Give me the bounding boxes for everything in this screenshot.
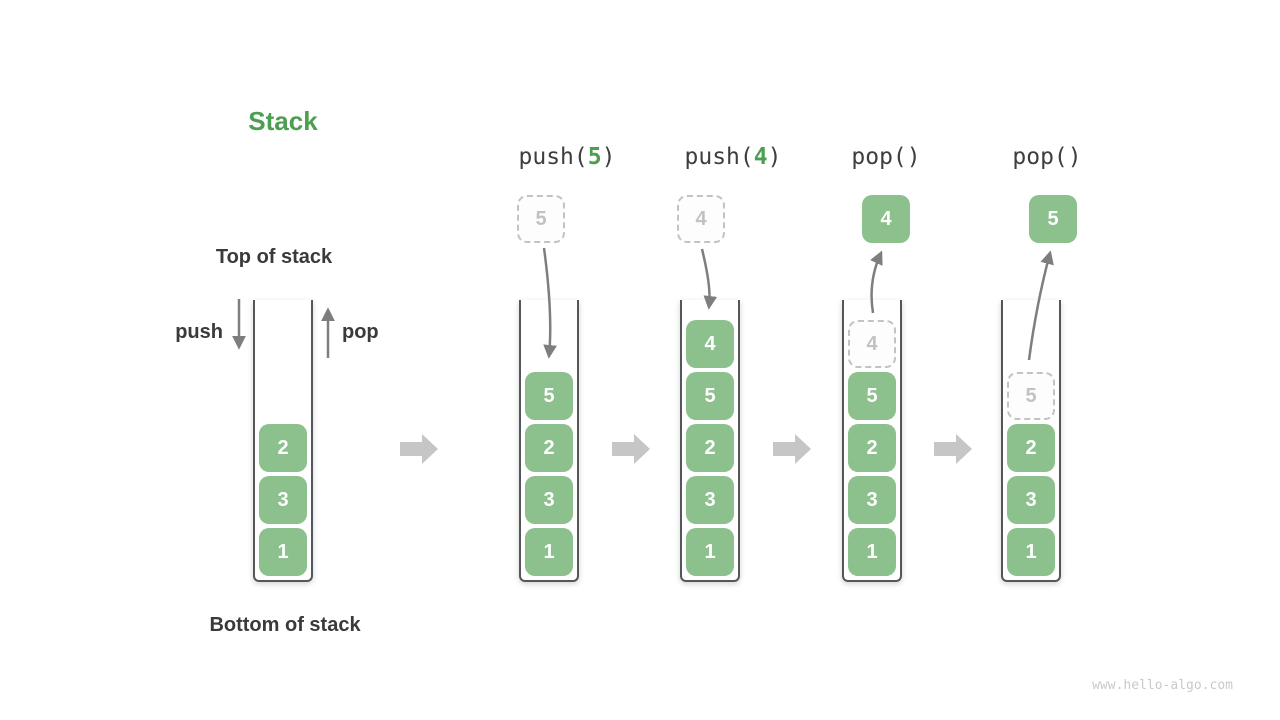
op-prefix: pop( [1012, 144, 1068, 170]
stack-cell: 2 [848, 424, 896, 472]
watermark: www.hello-algo.com [1092, 678, 1233, 693]
op-prefix: push( [518, 144, 588, 170]
floating-popped-box: 4 [862, 195, 910, 243]
bottom-of-stack-label: Bottom of stack [209, 614, 361, 636]
step-arrow-icon [400, 434, 438, 464]
op-label-push-5: push(5) [519, 144, 616, 170]
step-arrow-icon [612, 434, 650, 464]
op-arg: 5 [587, 144, 602, 170]
stack-cell: 5 [686, 372, 734, 420]
stack-cell: 3 [848, 476, 896, 524]
step-arrow-icon [934, 434, 972, 464]
stack-cell: 3 [259, 476, 307, 524]
op-prefix: push( [684, 144, 754, 170]
stack-cell: 4 [686, 320, 734, 368]
stack-cell: 2 [686, 424, 734, 472]
op-suffix: ) [767, 144, 782, 170]
push-4-motion-arrow [700, 248, 718, 310]
stack-cell: 1 [259, 528, 307, 576]
stack-cell: 2 [259, 424, 307, 472]
diagram-title: Stack [248, 106, 318, 136]
push-label: push [175, 321, 223, 343]
stack-cell-ghost: 5 [1007, 372, 1055, 420]
stack-cell: 5 [525, 372, 573, 420]
stack-cell: 3 [1007, 476, 1055, 524]
stack-cell: 1 [848, 528, 896, 576]
floating-ghost-box: 5 [517, 195, 565, 243]
stack-cell: 1 [686, 528, 734, 576]
stack-cell: 3 [525, 476, 573, 524]
op-suffix: ) [1067, 144, 1082, 170]
op-label-pop-2: pop() [1012, 144, 1081, 170]
stack-cell: 2 [525, 424, 573, 472]
op-arg: 4 [753, 144, 768, 170]
top-of-stack-label: Top of stack [215, 246, 333, 268]
op-label-push-4: push(4) [685, 144, 782, 170]
stack-cell: 1 [525, 528, 573, 576]
floating-ghost-box: 4 [677, 195, 725, 243]
op-suffix: ) [906, 144, 921, 170]
op-suffix: ) [601, 144, 616, 170]
stack-cell: 5 [848, 372, 896, 420]
step-arrow-icon [773, 434, 811, 464]
op-prefix: pop( [851, 144, 907, 170]
floating-popped-box: 5 [1029, 195, 1077, 243]
stack-cell: 1 [1007, 528, 1055, 576]
stack-cell-ghost: 4 [848, 320, 896, 368]
op-label-pop-1: pop() [851, 144, 920, 170]
stack-cell: 2 [1007, 424, 1055, 472]
pop-label: pop [342, 321, 379, 343]
stack-cell: 3 [686, 476, 734, 524]
